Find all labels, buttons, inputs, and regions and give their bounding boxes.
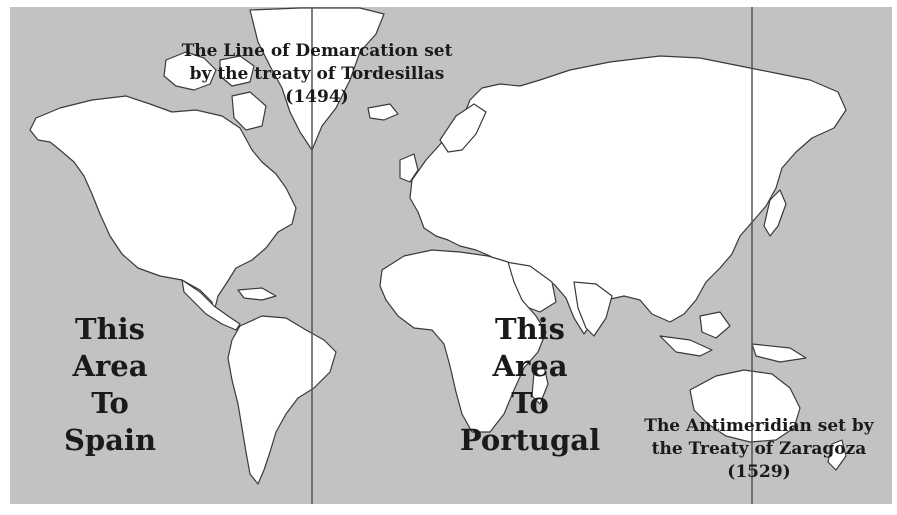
africa — [379, 249, 547, 433]
spain-label-line-1: This — [74, 312, 145, 346]
madagascar — [531, 365, 549, 405]
spain-label-line-4: Spain — [63, 423, 157, 457]
caribbean-islands — [237, 287, 277, 301]
australia — [689, 369, 801, 443]
tordesillas-label-line-2: by the treaty of Tordesillas — [189, 64, 445, 84]
baffin-island — [231, 91, 267, 131]
spain-label-line-2: Area — [72, 349, 148, 383]
iceland — [367, 103, 399, 121]
new-zealand — [827, 439, 847, 471]
japan — [763, 189, 787, 237]
indonesia-islands — [659, 335, 713, 357]
landmasses — [29, 7, 847, 485]
portugal-label-line-1: This — [494, 312, 565, 346]
tordesillas-label-line-3: (1494) — [285, 87, 349, 107]
borneo — [699, 311, 731, 339]
zaragoza-label-line-3: (1529) — [727, 462, 791, 482]
tordesillas-label-line-1: The Line of Demarcation set — [181, 41, 453, 61]
arctic-islands — [163, 51, 217, 91]
spain-area-label: This Area To Spain — [50, 311, 170, 459]
portugal-area-label: This Area To Portugal — [455, 311, 605, 459]
spain-label-line-3: To — [91, 386, 129, 420]
new-guinea — [751, 343, 807, 363]
central-america — [181, 279, 241, 331]
zaragoza-label-line-1: The Antimeridian set by — [644, 416, 874, 436]
arctic-islands-2 — [219, 55, 255, 87]
scandinavia — [439, 103, 487, 153]
portugal-label-line-2: Area — [492, 349, 568, 383]
zaragoza-label: The Antimeridian set by the Treaty of Za… — [634, 415, 884, 484]
greenland — [249, 7, 385, 151]
zaragoza-label-line-2: the Treaty of Zaragoza — [651, 439, 867, 459]
north-america-landmass — [29, 95, 297, 313]
india — [573, 281, 613, 337]
tordesillas-label: The Line of Demarcation set by the treat… — [172, 40, 462, 109]
portugal-label-line-3: To — [511, 386, 549, 420]
british-isles — [399, 153, 419, 183]
portugal-label-line-4: Portugal — [459, 423, 601, 457]
south-america — [227, 315, 337, 485]
